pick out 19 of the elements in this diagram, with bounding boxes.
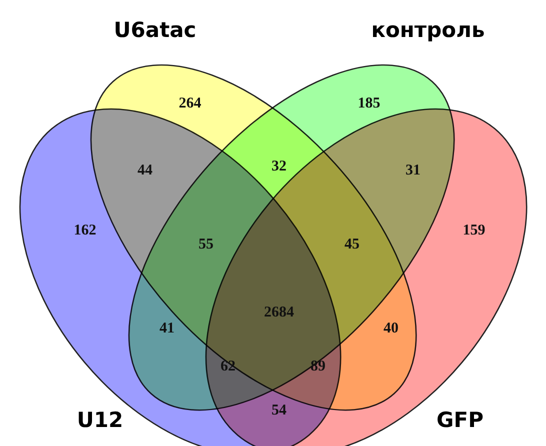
set-name: U6atac	[114, 18, 196, 42]
region-count: 41	[160, 320, 174, 338]
region-count: 159	[462, 222, 486, 240]
region-count: 32	[272, 158, 286, 176]
set-name: GFP	[436, 408, 484, 432]
region-count: 89	[310, 358, 326, 376]
region-count: 62	[220, 358, 236, 376]
region-count: 185	[358, 96, 380, 112]
region-count: 54	[272, 402, 286, 420]
region-count: 40	[384, 320, 398, 338]
region-count: 45	[344, 236, 360, 254]
region-count: 44	[138, 162, 152, 180]
set-name: контроль	[371, 18, 485, 42]
region-count: 2684	[264, 304, 294, 322]
region-count: 162	[74, 222, 96, 240]
set-name: U12	[76, 408, 124, 432]
region-count: 55	[198, 236, 214, 254]
region-count: 31	[406, 162, 420, 180]
region-count: 264	[178, 96, 202, 112]
